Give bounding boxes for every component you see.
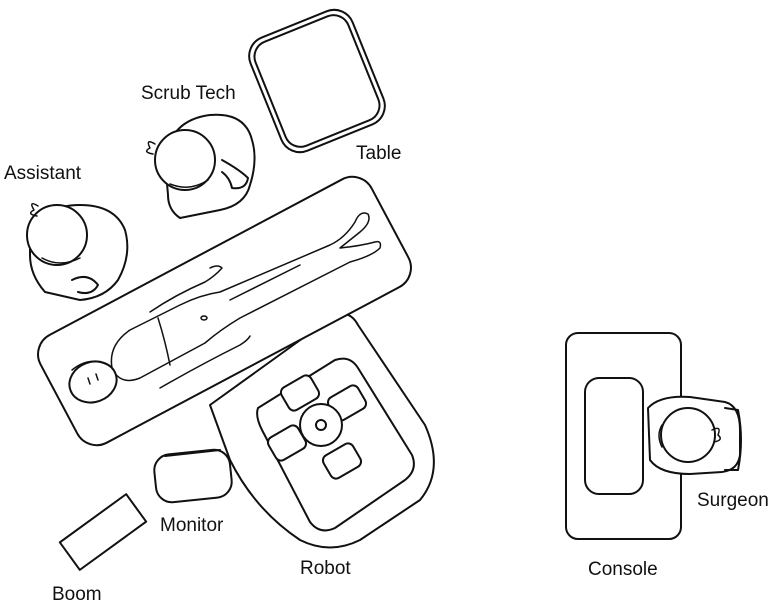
instrument-table-icon [248, 8, 386, 154]
assistant-label: Assistant [4, 163, 82, 184]
monitor-icon [153, 448, 233, 504]
monitor-label: Monitor [160, 515, 224, 536]
surgeon-person-icon [647, 395, 742, 475]
table-label: Table [356, 143, 401, 164]
scrub-tech-label: Scrub Tech [141, 83, 236, 104]
boom-icon [58, 493, 148, 571]
robot-label: Robot [300, 558, 351, 579]
patient-icon [68, 212, 382, 404]
robot-cart-icon [209, 312, 435, 549]
operating-table-icon [37, 175, 412, 447]
boom-label: Boom [52, 584, 102, 605]
scrub-tech-person-icon [145, 113, 256, 219]
assistant-person-icon [26, 203, 129, 301]
console-label: Console [588, 559, 658, 580]
surgeon-label: Surgeon [697, 490, 769, 511]
